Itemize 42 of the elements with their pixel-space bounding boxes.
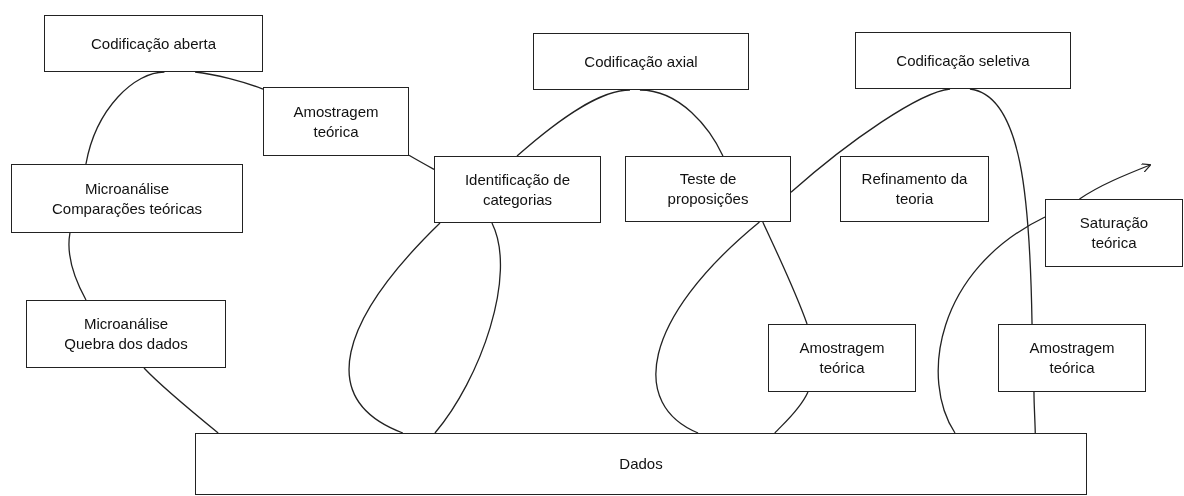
box-label: Microanálise [84, 178, 170, 199]
process-box [44, 15, 263, 72]
connector-line [143, 367, 219, 434]
box-label: Saturação teórica [1078, 213, 1150, 253]
connector-line [348, 222, 441, 434]
box-label: Microanálise [83, 314, 169, 334]
box-label: Amostragem teórica [292, 101, 380, 142]
box-label: Quebra dos dados [64, 334, 188, 354]
connector-line [408, 154, 435, 171]
arrow [1078, 163, 1152, 200]
connector-line [434, 222, 501, 434]
connector-line [194, 71, 264, 90]
connector-line [937, 216, 1046, 434]
process-box [840, 156, 989, 222]
process-box [533, 33, 749, 90]
box-label: Teste de proposições [666, 169, 750, 209]
box-label: Identificação de categorias [463, 169, 572, 210]
process-box [11, 164, 243, 233]
process-box [1045, 199, 1183, 267]
connector-line [790, 88, 951, 193]
process-box [263, 87, 409, 156]
box-label: Dados [619, 454, 663, 474]
process-box [434, 156, 601, 223]
process-box [768, 324, 916, 392]
box-label: Codificação axial [584, 51, 698, 72]
box-label: Amostragem teórica [798, 338, 886, 378]
box-label: Codificação aberta [90, 33, 217, 54]
connector-line [68, 232, 87, 301]
process-box [195, 433, 1087, 495]
process-box [625, 156, 791, 222]
box-label: Comparações teóricas [51, 198, 203, 219]
box-label: Refinamento da teoria [860, 169, 969, 209]
box-label: Amostragem teórica [1028, 338, 1116, 378]
box-label: Codificação seletiva [896, 50, 1030, 71]
connector-line [655, 221, 761, 434]
connector-line [969, 88, 1033, 325]
process-box [26, 300, 226, 368]
connector-line [774, 391, 809, 434]
process-box [855, 32, 1071, 89]
connector-line [762, 221, 808, 325]
process-box [998, 324, 1146, 392]
connector-line [1033, 391, 1036, 434]
